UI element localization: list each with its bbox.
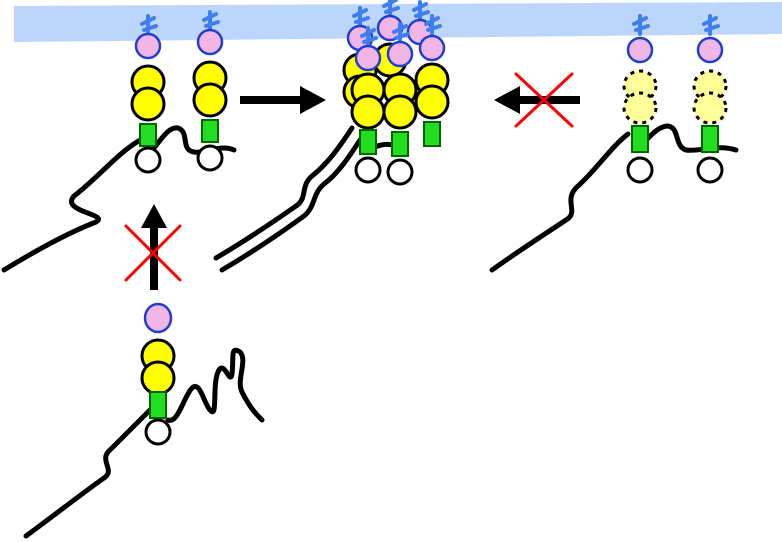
head-domain <box>626 36 654 64</box>
head-domain <box>143 302 173 334</box>
receptor-unit-inactive <box>692 14 728 184</box>
foot-domain <box>196 144 224 172</box>
block-arrow-icon <box>141 204 167 290</box>
yellow-domain-lower <box>192 82 228 118</box>
receptor-unit <box>192 10 228 172</box>
receptor-unit <box>414 14 450 147</box>
head-domain <box>418 34 446 62</box>
fiber-line-inactive-tail <box>633 123 739 153</box>
receptor-unit <box>130 14 166 174</box>
foot-domain <box>696 156 724 184</box>
fiber-line-pair-left <box>1 135 147 273</box>
green-stem <box>391 131 409 157</box>
green-stem <box>631 125 649 153</box>
cross-mark-icon <box>514 72 574 128</box>
green-stem <box>423 121 441 147</box>
sugar-glycan-icon <box>360 26 378 48</box>
fiber-line-cluster-b <box>219 137 363 273</box>
head-domain <box>354 44 382 72</box>
arrow-inactive-to-cluster <box>494 86 580 114</box>
fiber-line-free-loops <box>165 347 265 423</box>
foot-domain <box>134 146 162 174</box>
sugar-glycan-icon <box>632 14 650 36</box>
receptor-unit-free <box>140 302 176 446</box>
head-domain <box>134 32 162 60</box>
arrow-free-to-bound <box>141 204 167 290</box>
foot-domain <box>144 418 172 446</box>
fiber-line-cluster-a <box>213 125 355 261</box>
fiber-line-pair-tail <box>149 125 237 155</box>
cross-mark-icon <box>124 224 182 282</box>
sugar-glycan-icon <box>382 0 400 18</box>
receptor-unit-inactive <box>622 14 658 184</box>
head-domain <box>196 28 224 56</box>
foot-domain <box>354 156 382 184</box>
fiber-line-free <box>23 405 155 539</box>
sugar-glycan-icon <box>702 14 720 36</box>
yellow-domain-lower <box>130 86 166 122</box>
green-stem <box>149 391 167 419</box>
green-stem <box>201 119 219 143</box>
yellow-domain-lower <box>382 94 418 130</box>
green-stem <box>359 129 377 155</box>
yellow-domain-lower <box>414 84 450 120</box>
fiber-lines <box>1 123 739 539</box>
yellow-domain-lower-faded <box>622 91 658 125</box>
foot-domain <box>626 156 654 184</box>
sugar-glycan-icon <box>412 0 430 22</box>
fiber-line-inactive-pair <box>489 131 631 273</box>
block-arrow-icon <box>240 86 326 114</box>
receptor-unit <box>350 26 386 184</box>
yellow-domain-lower <box>350 94 386 130</box>
green-stem <box>139 123 157 147</box>
arrow-pair-to-cluster <box>240 86 326 114</box>
sugar-glycan-icon <box>352 6 370 28</box>
sugar-glycan-icon <box>202 10 220 32</box>
sugar-glycan-icon <box>392 22 410 44</box>
yellow-domain-lower-faded <box>692 91 728 125</box>
green-stem <box>701 125 719 153</box>
head-domain <box>696 36 724 64</box>
head-domain <box>386 40 414 68</box>
yellow-domain-lower <box>140 360 176 396</box>
cluster-front-row <box>350 14 450 186</box>
sugar-glycan-icon <box>424 14 442 36</box>
sugar-glycan-icon <box>140 14 158 36</box>
receptor-unit <box>382 22 418 186</box>
foot-domain <box>386 158 414 186</box>
block-arrow-icon <box>494 86 580 114</box>
